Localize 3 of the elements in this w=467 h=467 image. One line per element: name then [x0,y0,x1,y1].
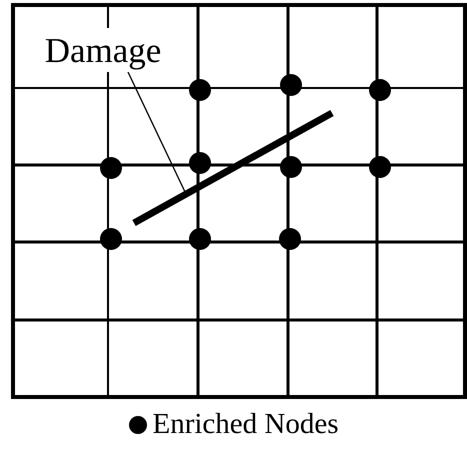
damage-crack [132,110,334,226]
legend-label: Enriched Nodes [152,410,339,439]
leader-line [127,72,187,194]
